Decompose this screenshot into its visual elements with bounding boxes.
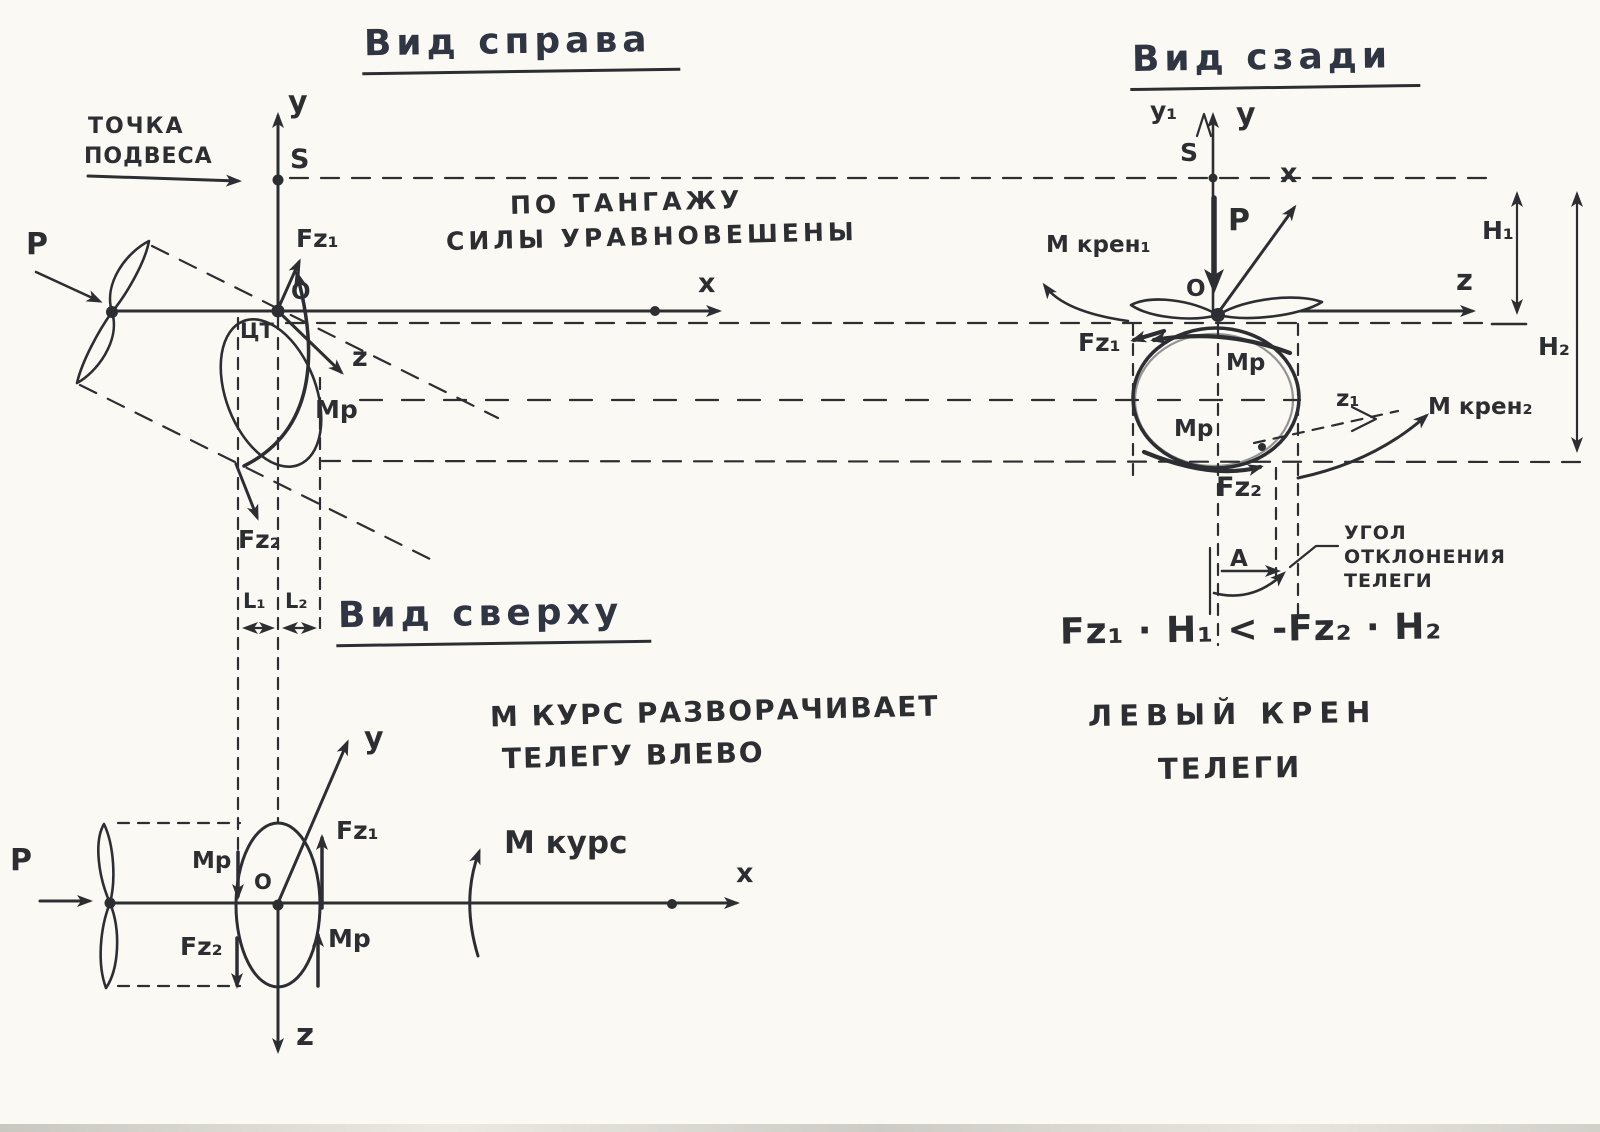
fz2-label: Fz₂ <box>1216 472 1262 503</box>
right-view-drawing <box>34 112 722 900</box>
fz2-label: Fz₂ <box>180 932 223 961</box>
projection-line-wheel-bottom-level <box>320 459 1590 464</box>
thrust-label: P <box>26 227 48 262</box>
mp-top-arc <box>1150 332 1293 356</box>
propeller-blade-icon <box>1216 296 1324 320</box>
fz1-arrow <box>276 258 301 311</box>
deflection-callout: УГОЛ <box>1344 522 1407 544</box>
propeller-hub-dot <box>106 306 118 318</box>
y1-axis-open-arrow <box>1195 112 1213 138</box>
thrust-line-dashed-upper <box>150 244 500 420</box>
course-moment-arc <box>468 848 481 958</box>
suspension-point-dot <box>272 174 284 186</box>
x-axis-label: x <box>736 858 754 889</box>
suspension-point-label-s: S <box>290 144 310 175</box>
z-axis-arrow <box>278 311 344 375</box>
y-axis-label: y <box>1236 97 1256 132</box>
suspension-pointer-arrow <box>86 174 242 187</box>
moment-inequality-formula: Fz₁ · H₁ < -Fz₂ · H₂ <box>1059 606 1443 653</box>
rear-view-title: Вид сзади <box>1129 35 1421 92</box>
mp-label: Mp <box>315 395 358 424</box>
origin-label: O <box>1186 276 1206 302</box>
conclusion-note: ТЕЛЕГИ <box>1157 749 1303 787</box>
propeller-hub-dot <box>1211 308 1225 322</box>
thrust-line-dashed-lower <box>78 383 434 562</box>
suspension-point-label-s: S <box>1180 138 1199 167</box>
scan-edge-artifact <box>0 1124 1600 1132</box>
propeller-blade-icon <box>97 822 115 905</box>
a-dim-label: А <box>1230 546 1248 572</box>
origin-label: O <box>291 279 311 305</box>
x-axis-label: x <box>698 268 716 299</box>
z-axis-label: z <box>1456 263 1473 297</box>
course-moment-label: М курс <box>504 825 628 861</box>
roll-moment-2-arc <box>1296 413 1429 480</box>
mp-top-label: Mp <box>1226 350 1266 376</box>
wheel-ellipse-sketch-echo <box>1133 332 1295 468</box>
z1-open-arrow <box>1350 405 1378 433</box>
pitch-note: ПО ТАНГАЖУ <box>509 185 744 220</box>
fz2-label: Fz₂ <box>238 525 281 554</box>
suspension-point-dot <box>1208 173 1218 183</box>
fz2-arrow <box>234 462 259 521</box>
z1-axis-dashed <box>1252 409 1400 445</box>
mp-right-label: Mp <box>328 924 371 953</box>
x-axis-dot <box>650 306 660 316</box>
propeller-blade-icon <box>1129 298 1220 320</box>
rotor-disc-ellipse <box>219 318 323 468</box>
fz1-label: Fz₁ <box>296 224 339 253</box>
suspension-point-label: ПОДВЕСА <box>84 144 213 169</box>
course-note: ТЕЛЕГУ ВЛЕВО <box>501 735 766 776</box>
fz1-label: Fz₁ <box>336 816 379 845</box>
thrust-label: P <box>1228 203 1250 238</box>
x-axis-dot <box>667 899 677 909</box>
top-view-drawing <box>38 739 740 1054</box>
roll-moment-1-label: М крен₁ <box>1046 232 1151 258</box>
callout-leader-line <box>1288 544 1340 569</box>
rear-view-drawing <box>1042 112 1583 647</box>
center-of-gravity-label: ЦТ <box>240 319 274 343</box>
propeller-blade-icon <box>75 310 116 385</box>
origin-label: O <box>254 870 272 894</box>
y-axis-label: y <box>364 721 384 756</box>
propeller-blade-icon <box>108 239 151 314</box>
z-axis-label: z <box>352 342 368 373</box>
suspension-point-label: ТОЧКА <box>88 114 185 139</box>
thrust-arrow <box>34 270 103 303</box>
y1-axis-label: y₁ <box>1150 96 1178 125</box>
right-view-title: Вид справа <box>361 19 680 76</box>
l1-dim-label: L₁ <box>243 589 266 613</box>
x-axis <box>1216 204 1297 315</box>
conclusion-note: ЛЕВЫЙ КРЕН <box>1087 694 1378 734</box>
y-axis-label: y <box>288 85 308 120</box>
wheel-contact-dot <box>1258 443 1266 451</box>
z1-axis-label: z₁ <box>1336 386 1360 412</box>
h1-dim-label: H₁ <box>1482 216 1514 245</box>
deflection-callout: ТЕЛЕГИ <box>1344 570 1433 592</box>
roll-moment-2-label: М крен₂ <box>1428 394 1533 420</box>
fz1-arrow <box>1130 328 1167 343</box>
mp-bottom-label: Mp <box>1174 416 1214 442</box>
thrust-label: P <box>10 843 32 878</box>
y-axis-arrow <box>276 739 349 905</box>
a-dim-swoosh-arrow <box>1212 571 1286 597</box>
wheel-ellipse <box>1131 326 1301 470</box>
fz2-bottom-arc <box>1141 449 1264 476</box>
mp-left-label: Mp <box>192 848 232 874</box>
z-axis-label: z <box>296 1017 315 1053</box>
roll-moment-1-arc <box>1042 282 1130 323</box>
x-axis-label: x <box>1280 158 1298 189</box>
l2-dim-label: L₂ <box>285 589 308 613</box>
fz1-label: Fz₁ <box>1078 328 1121 357</box>
deflection-callout: ОТКЛОНЕНИЯ <box>1344 546 1506 568</box>
mp-moment-arc <box>242 270 311 468</box>
propeller-blade-icon <box>99 901 119 990</box>
top-view-title: Вид сверху <box>335 591 652 648</box>
h2-dim-label: H₂ <box>1538 332 1570 361</box>
